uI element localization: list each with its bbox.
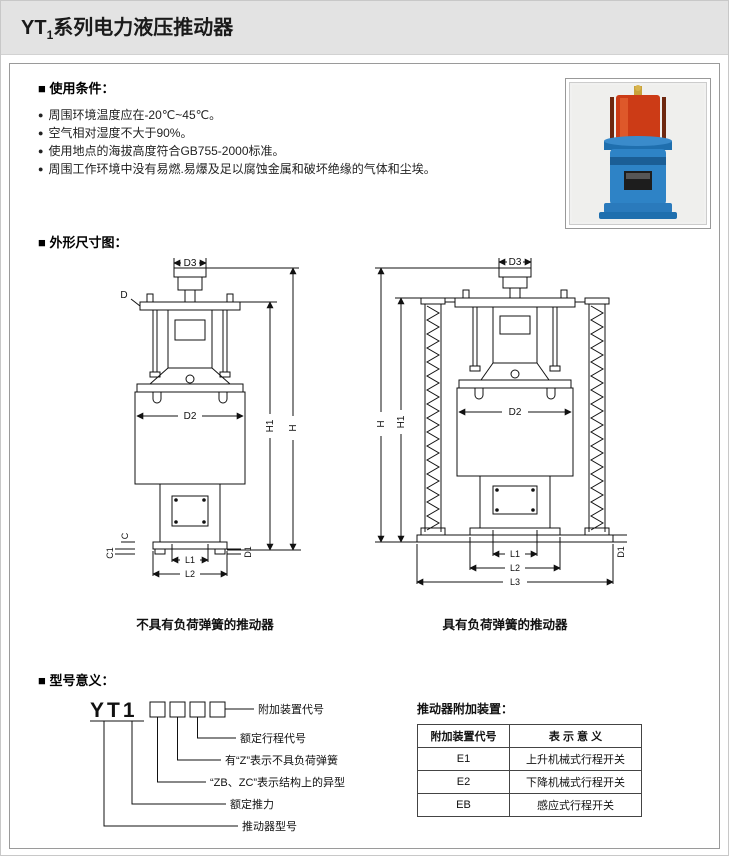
- usage-item: ● 周围环境温度应在-20℃~45℃。: [38, 106, 543, 124]
- model-callout-model-code: 推动器型号: [242, 819, 297, 833]
- model-designation-diagram: YT1 附加装置代号 额定行程代号 有“Z”表示不具负荷弹簧 “ZB、ZC”表示…: [90, 699, 345, 833]
- title-subscript: 1: [46, 28, 54, 42]
- dim-h1-label: H1: [396, 415, 407, 428]
- title-rest: 系列电力液压推动器: [53, 17, 234, 39]
- dim-d3-label: D3: [509, 257, 522, 268]
- accessory-col-code: 附加装置代号: [417, 724, 510, 748]
- accessory-table: 附加装置代号 表 示 意 义 E1 上升机械式行程开关 E2 下降机械式行程开关…: [417, 724, 642, 817]
- dim-l2-label: L2: [510, 563, 520, 573]
- dim-l2-label: L2: [185, 569, 195, 579]
- accessory-table-block: 推动器附加装置： 附加装置代号 表 示 意 义 E1 上升机械式行程开关 E2: [417, 700, 667, 817]
- table-row: EB 感应式行程开关: [417, 793, 642, 817]
- accessory-table-title: 推动器附加装置：: [417, 702, 514, 716]
- dim-c-label: C: [120, 532, 130, 539]
- usage-item: ● 周围工作环境中没有易燃.易爆及足以腐蚀金属和破坏绝缘的气体和尘埃。: [38, 160, 543, 178]
- dim-c1-label: C1: [105, 547, 115, 559]
- dim-d1-label: D1: [243, 546, 253, 558]
- dimensions-heading: ■ 外形尺寸图：: [38, 235, 128, 250]
- usage-heading: ■ 使用条件：: [38, 81, 115, 96]
- dim-h1-label: H1: [265, 419, 276, 432]
- usage-item-text: 使用地点的海拔高度符合GB755-2000标准。: [48, 144, 285, 158]
- model-callout-rated-thrust: 额定推力: [230, 797, 274, 811]
- title-prefix: YT: [21, 17, 47, 39]
- usage-item-text: 空气相对湿度不大于90%。: [48, 126, 193, 140]
- content-frame: ■ 使用条件： ● 周围环境温度应在-20℃~45℃。 ● 空气相对湿度不大于90%…: [9, 63, 720, 849]
- caption-with-spring: 具有负荷弹簧的推动器: [442, 618, 568, 632]
- bullet-icon: ●: [38, 128, 44, 138]
- dim-d2-label: D2: [509, 407, 522, 418]
- usage-section: ■ 使用条件： ● 周围环境温度应在-20℃~45℃。 ● 空气相对湿度不大于90%…: [38, 78, 543, 178]
- product-photo: [565, 78, 711, 229]
- dim-l3-label: L3: [510, 577, 520, 587]
- model-callout-variant: “ZB、ZC”表示结构上的异型: [210, 775, 345, 789]
- accessory-meaning: 下降机械式行程开关: [509, 770, 642, 794]
- table-row: E2 下降机械式行程开关: [417, 770, 642, 794]
- page-header: YT1系列电力液压推动器: [1, 1, 728, 55]
- usage-item: ● 空气相对湿度不大于90%。: [38, 124, 543, 142]
- dim-d3-label: D3: [184, 258, 197, 269]
- bullet-icon: ●: [38, 146, 44, 156]
- accessory-meaning: 上升机械式行程开关: [509, 747, 642, 771]
- drawing-with-spring: D3 H H1 D2 L1 L2 L3 D1: [375, 257, 627, 587]
- model-prefix: YT1: [90, 699, 138, 722]
- model-callout-no-spring: 有“Z”表示不具负荷弹簧: [225, 753, 338, 767]
- bullet-icon: ●: [38, 110, 44, 120]
- accessory-code: E2: [417, 770, 510, 794]
- accessory-meaning: 感应式行程开关: [509, 793, 642, 817]
- accessory-code: E1: [417, 747, 510, 771]
- dim-d1-label: D1: [616, 546, 626, 558]
- usage-item-text: 周围环境温度应在-20℃~45℃。: [48, 108, 222, 122]
- usage-item-text: 周围工作环境中没有易燃.易爆及足以腐蚀金属和破坏绝缘的气体和尘埃。: [48, 162, 436, 176]
- model-heading: ■ 型号意义：: [38, 673, 115, 688]
- model-callout-stroke-code: 额定行程代号: [240, 731, 306, 745]
- caption-without-spring: 不具有负荷弹簧的推动器: [136, 618, 274, 632]
- dim-l1-label: L1: [185, 555, 195, 565]
- dim-d-label: D: [120, 290, 127, 301]
- page-title: YT1系列电力液压推动器: [21, 1, 233, 62]
- accessory-col-meaning: 表 示 意 义: [509, 724, 642, 748]
- table-header-row: 附加装置代号 表 示 意 义: [417, 724, 642, 748]
- drawing-without-spring: D3 D H1 H D2 C C1 L1 L2 D1: [105, 258, 301, 579]
- dim-h-label: H: [288, 424, 299, 431]
- accessory-code: EB: [417, 793, 510, 817]
- dim-h-label: H: [376, 420, 387, 427]
- product-photo-inner: [569, 82, 707, 225]
- dim-l1-label: L1: [510, 549, 520, 559]
- bullet-icon: ●: [38, 164, 44, 174]
- model-callout-accessory-code: 附加装置代号: [258, 702, 324, 716]
- thruster-photo-illustration: [572, 85, 704, 222]
- table-row: E1 上升机械式行程开关: [417, 747, 642, 771]
- dim-d2-label: D2: [184, 411, 197, 422]
- usage-item: ● 使用地点的海拔高度符合GB755-2000标准。: [38, 142, 543, 160]
